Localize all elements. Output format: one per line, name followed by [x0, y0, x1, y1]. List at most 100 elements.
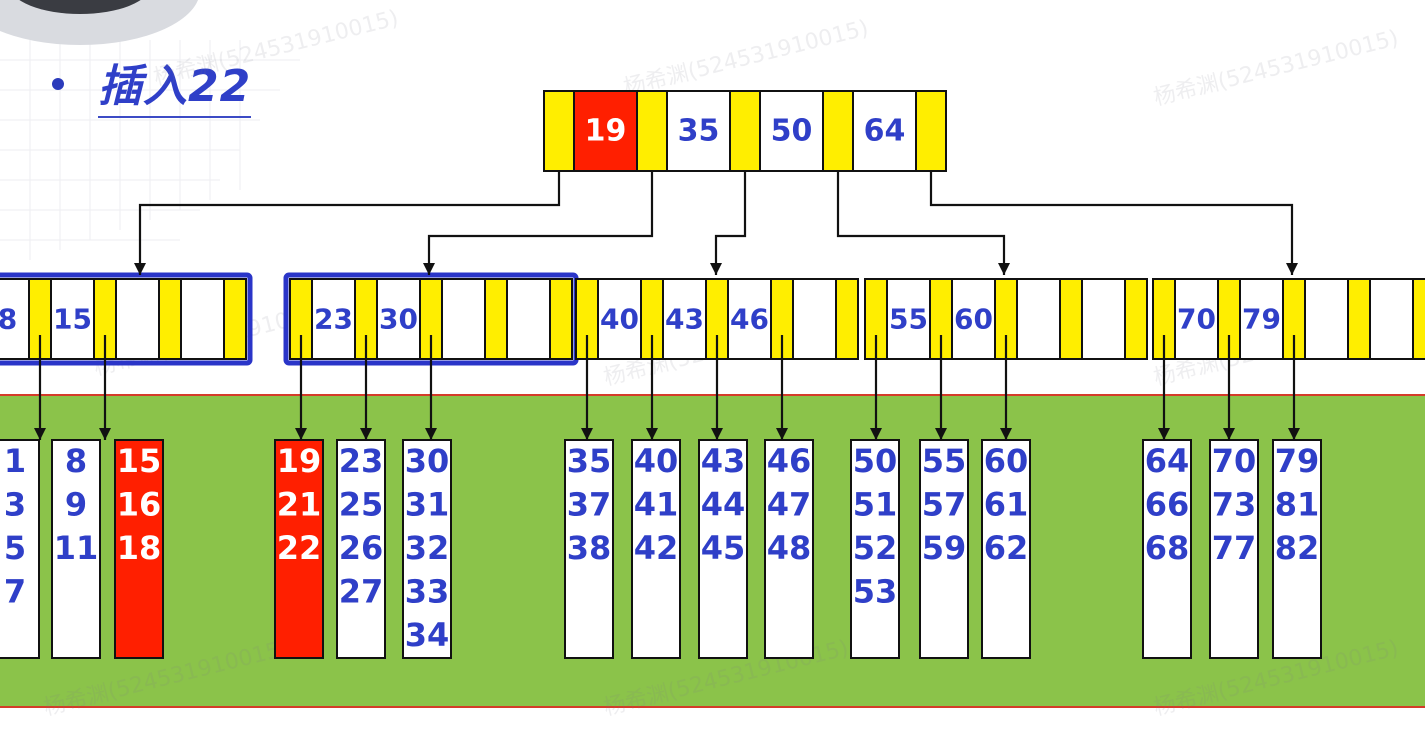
leaf-frame [114, 439, 164, 659]
leaf-frame [981, 439, 1031, 659]
key-label: 79 [1242, 303, 1281, 336]
key-label: 55 [889, 303, 928, 336]
pointer-slot [223, 278, 247, 360]
pointer-slot [822, 90, 854, 172]
leaf-value: 15 [117, 442, 162, 480]
leaf-frame [51, 439, 101, 659]
leaf-value: 35 [567, 442, 612, 480]
leaf-frame [919, 439, 969, 659]
leaf-value: 30 [405, 442, 450, 480]
leaf-value: 41 [634, 486, 679, 524]
pointer-slot [484, 278, 508, 360]
leaf-value: 47 [767, 486, 812, 524]
key-slot [666, 90, 731, 172]
key-slot [759, 90, 824, 172]
leaf-value: 77 [1212, 529, 1257, 567]
leaf-value: 61 [984, 486, 1029, 524]
leaf-value: 52 [853, 529, 898, 567]
leaf-value: 60 [984, 442, 1029, 480]
leaf-value: 27 [339, 573, 384, 611]
key-slot [506, 278, 551, 360]
pointer-slot [835, 278, 859, 360]
leaf-value: 51 [853, 486, 898, 524]
pointer-slot [1124, 278, 1148, 360]
key-slot [1081, 278, 1126, 360]
arrow-head [870, 428, 882, 440]
root-pointer-arrow [836, 171, 1010, 275]
leaf-value: 68 [1145, 529, 1190, 567]
key-slot [792, 278, 837, 360]
pointer-slot [549, 278, 573, 360]
leaf-value: 38 [567, 529, 612, 567]
root-pointer-arrow [929, 171, 1298, 275]
pointer-slot [915, 90, 947, 172]
leaf-value: 57 [922, 486, 967, 524]
leaf-frame [631, 439, 681, 659]
leaf-pointer-arrow [581, 335, 593, 440]
pointer-slot [158, 278, 182, 360]
arrow-head [998, 263, 1010, 275]
arrow-line [836, 171, 1006, 275]
leaf-value: 62 [984, 529, 1029, 567]
arrow-head [99, 428, 111, 440]
key-label: 46 [730, 303, 769, 336]
key-label: 15 [53, 303, 92, 336]
internal-node: 70 79 [1152, 278, 1425, 360]
leaf-value: 81 [1275, 486, 1320, 524]
leaf-pointer-arrow [295, 335, 307, 440]
leaf-value: 82 [1275, 529, 1320, 567]
arrow-head [134, 263, 146, 275]
key-slot [180, 278, 225, 360]
leaf-pointer-arrow [776, 335, 788, 440]
key-label: 60 [954, 303, 993, 336]
leaf-value: 50 [853, 442, 898, 480]
leaf-pointer-arrow [1288, 335, 1300, 440]
key-label: 30 [379, 303, 418, 336]
key-slot [1016, 278, 1061, 360]
key-slot [1369, 278, 1414, 360]
arrow-head [1288, 428, 1300, 440]
arrow-head [935, 428, 947, 440]
leaf-value: 5 [4, 529, 26, 567]
leaf-value: 8 [65, 442, 87, 480]
arrow-head [423, 263, 435, 275]
pointer-slot [1347, 278, 1371, 360]
bullet-title: 插入22 [52, 54, 252, 118]
arrow-head [646, 428, 658, 440]
key-slot [311, 278, 356, 360]
leaf-frame [1142, 439, 1192, 659]
key-label: 70 [1177, 303, 1216, 336]
root-pointer-arrow [710, 171, 747, 275]
corner-grid-decoration [0, 40, 300, 260]
arrow-line [714, 171, 747, 275]
key-slot [852, 90, 917, 172]
arrow-line [138, 171, 561, 275]
leaf-pointer-arrow [360, 335, 372, 440]
leaf-pointer-arrow [711, 335, 723, 440]
key-slot [115, 278, 160, 360]
leaf-value: 40 [634, 442, 679, 480]
leaf-frame [274, 439, 324, 659]
arrow-head [1286, 263, 1298, 275]
arrow-head [295, 428, 307, 440]
leaf-pointer-arrow [870, 335, 882, 440]
arrow-head [34, 428, 46, 440]
leaf-value: 44 [701, 486, 746, 524]
arrow-head [360, 428, 372, 440]
leaf-pointer-arrow [1158, 335, 1170, 440]
leaf-value: 55 [922, 442, 967, 480]
leaf-value: 18 [117, 529, 162, 567]
arrow-head [581, 428, 593, 440]
